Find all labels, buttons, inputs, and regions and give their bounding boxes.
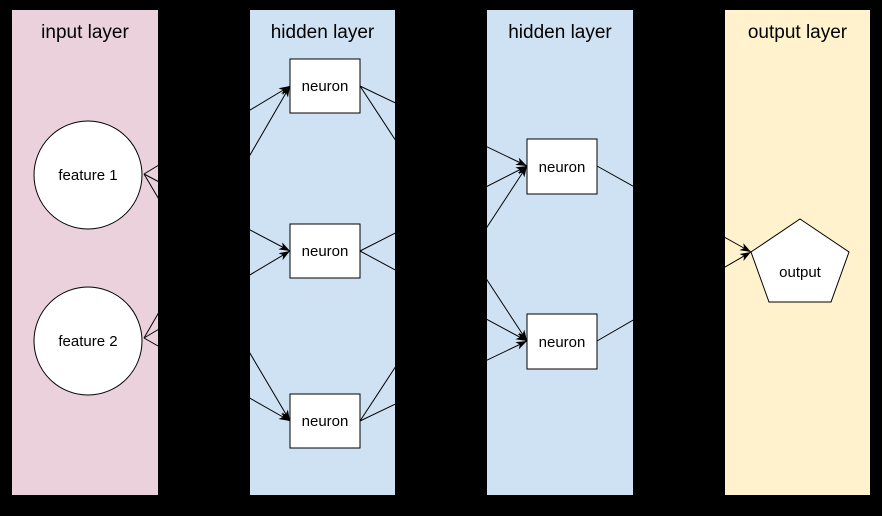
edge-h2n2-out1 bbox=[596, 251, 752, 342]
layer-band-input bbox=[12, 10, 158, 495]
edge-h1n1-h2n1 bbox=[359, 85, 528, 167]
node-label-h1n3: neuron bbox=[302, 413, 349, 430]
node-label-out1: output bbox=[779, 264, 822, 281]
edge-h1n3-h2n1 bbox=[359, 165, 528, 422]
node-h1n1 bbox=[289, 58, 361, 114]
node-h1n3 bbox=[289, 393, 361, 449]
layer-band-hidden2 bbox=[487, 10, 633, 495]
node-feature1 bbox=[33, 120, 143, 230]
node-label-feature1: feature 1 bbox=[58, 167, 117, 184]
layer-title-hidden1: hidden layer bbox=[271, 22, 375, 43]
node-label-h1n1: neuron bbox=[302, 78, 349, 95]
node-h1n2 bbox=[289, 223, 361, 279]
node-label-h2n1: neuron bbox=[539, 159, 586, 176]
edge-feature2-h1n1 bbox=[143, 85, 291, 339]
node-label-feature2: feature 2 bbox=[58, 333, 117, 350]
node-label-h1n2: neuron bbox=[302, 243, 349, 260]
edge-feature2-h1n2 bbox=[143, 250, 291, 339]
node-h2n2 bbox=[526, 313, 598, 370]
edge-h1n3-h2n2 bbox=[359, 340, 528, 422]
node-out1 bbox=[750, 218, 850, 303]
node-feature2 bbox=[33, 286, 143, 396]
layer-title-input: input layer bbox=[41, 22, 129, 43]
edge-feature2-h1n3 bbox=[143, 337, 291, 422]
edge-h1n1-h2n2 bbox=[359, 85, 528, 342]
layer-title-hidden2: hidden layer bbox=[508, 22, 612, 43]
node-h2n1 bbox=[526, 138, 598, 195]
edge-feature1-h1n1 bbox=[143, 85, 291, 175]
edge-h1n2-h2n1 bbox=[359, 165, 528, 252]
edge-h1n2-h2n2 bbox=[359, 250, 528, 342]
node-label-h2n2: neuron bbox=[539, 334, 586, 351]
edge-h2n1-out1 bbox=[596, 165, 752, 253]
edge-feature1-h1n3 bbox=[143, 173, 291, 422]
layer-title-output: output layer bbox=[748, 22, 848, 43]
